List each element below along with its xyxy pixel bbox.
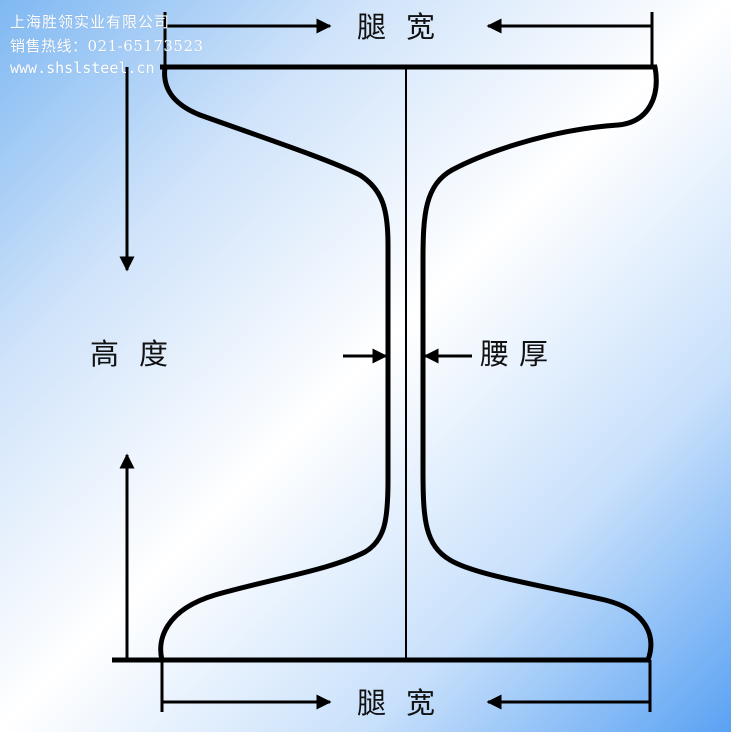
height-label: 高度 [90, 337, 189, 371]
watermark-website: www.shslsteel.cn [10, 59, 155, 77]
web-thickness-label: 腰厚 [480, 337, 559, 371]
flange-width-top-label: 腿宽 [357, 10, 456, 44]
watermark-company: 上海胜领实业有限公司 [10, 13, 171, 31]
flange-width-bottom-label: 腿宽 [357, 686, 456, 720]
watermark-phone: 销售热线：021-65173523 [10, 37, 204, 55]
i-beam-outline [158, 64, 659, 663]
